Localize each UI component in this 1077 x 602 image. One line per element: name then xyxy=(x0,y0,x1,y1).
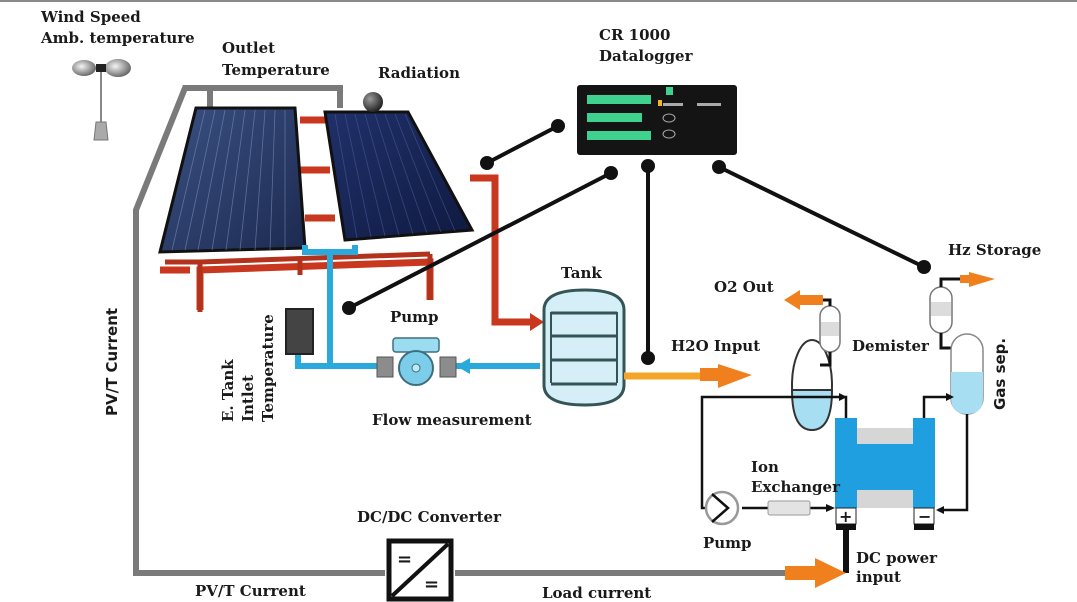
label-pump-recirculation: Pump xyxy=(703,534,752,552)
stack-return-arrow xyxy=(936,506,944,514)
recirculation-pump-icon xyxy=(704,490,740,526)
label-gas-separator: Gas sep. xyxy=(991,338,1009,410)
cr1000-datalogger-icon xyxy=(577,85,737,155)
label-etank-1: E. Tank xyxy=(219,359,237,422)
label-h2-storage: Hz Storage xyxy=(948,241,1041,259)
cold-pipe-arrowhead xyxy=(456,358,470,374)
label-h2o-input: H2O Input xyxy=(671,337,760,355)
top-border xyxy=(0,0,1077,2)
label-outlet-temperature-2: Temperature xyxy=(222,61,330,79)
radiation-sensor-icon xyxy=(363,92,383,112)
h2-storage-arrow xyxy=(960,272,995,287)
h2-demister-icon xyxy=(929,277,969,350)
converter-eq-out: = xyxy=(424,574,439,595)
circulation-pump-icon xyxy=(376,337,457,386)
label-etank-3: Temperature xyxy=(259,314,277,422)
label-demister: Demister xyxy=(852,337,930,355)
pvt-current-wire xyxy=(133,85,785,576)
o2-demister-icon xyxy=(819,298,841,367)
minus-terminal-label: − xyxy=(918,507,931,526)
label-pvt-current-bottom: PV/T Current xyxy=(195,582,306,600)
inlet-temperature-sensor xyxy=(285,308,314,355)
dcdc-converter-icon xyxy=(386,538,454,602)
o2-return-arrow xyxy=(839,393,847,401)
gas-separator-icon xyxy=(950,333,984,415)
stack-inlet-arrow xyxy=(826,504,835,512)
label-radiation: Radiation xyxy=(378,64,460,82)
signal-terminals xyxy=(342,119,931,365)
label-tank: Tank xyxy=(561,264,602,282)
label-wind-speed: Wind Speed xyxy=(40,8,141,26)
label-dc-power-1: DC power xyxy=(856,549,938,567)
label-etank-2: Intlet xyxy=(239,375,257,422)
stack-terminals xyxy=(835,507,935,573)
h2o-input-arrow xyxy=(700,364,752,388)
plus-terminal-label: + xyxy=(839,507,852,526)
label-o2-out: O2 Out xyxy=(714,278,774,296)
label-datalogger-model: CR 1000 xyxy=(599,26,670,44)
label-pump-circulation: Pump xyxy=(390,308,439,326)
converter-eq-in: = xyxy=(397,549,412,570)
label-datalogger: Datalogger xyxy=(599,47,694,65)
anemometer-icon xyxy=(72,59,131,141)
label-pvt-current-vertical: PV/T Current xyxy=(103,308,121,416)
panel-stand xyxy=(165,251,433,312)
sep-inlet-arrow xyxy=(946,393,954,401)
o2-separator-icon xyxy=(790,339,834,432)
pvt-panel-left xyxy=(158,106,307,254)
signal-wires xyxy=(348,124,925,358)
label-ion-1: Ion xyxy=(751,458,779,476)
label-dcdc-converter: DC/DC Converter xyxy=(357,508,502,526)
label-outlet-temperature-1: Outlet xyxy=(222,39,275,57)
label-amb-temperature: Amb. temperature xyxy=(40,29,195,47)
hot-pipe-arrowhead xyxy=(530,313,544,331)
o2-out-arrow xyxy=(784,290,823,310)
label-load-current: Load current xyxy=(542,584,651,602)
label-flow-measurement: Flow measurement xyxy=(372,411,532,429)
dc-power-input-arrow xyxy=(785,558,846,588)
ion-exchanger-icon xyxy=(767,500,811,516)
label-dc-power-2: input xyxy=(856,568,901,586)
electrolyzer-stack-icon xyxy=(835,418,935,508)
pvt-panel-right xyxy=(323,110,475,242)
storage-tank-icon xyxy=(542,288,626,407)
label-ion-2: Exchanger xyxy=(751,478,841,496)
